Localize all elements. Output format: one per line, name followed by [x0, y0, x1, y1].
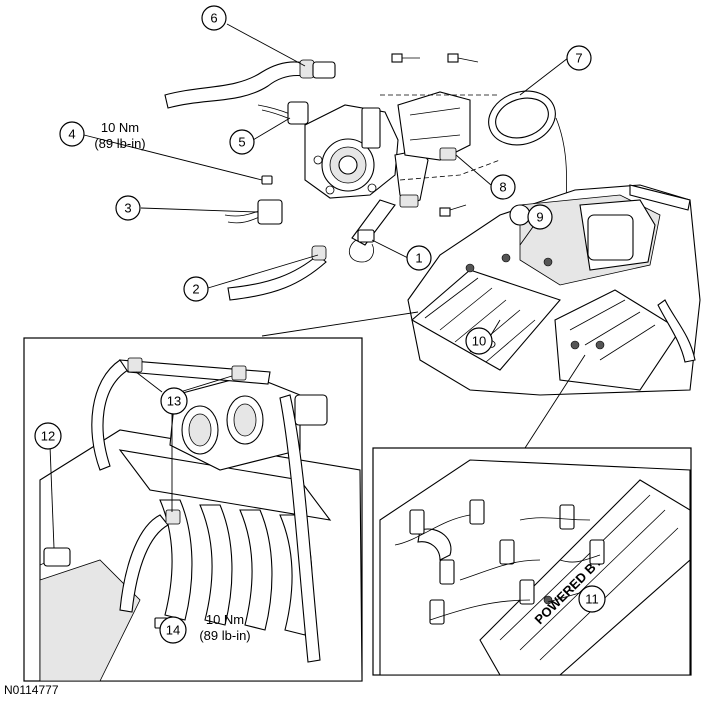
hose-clamp-2	[311, 245, 327, 261]
connector-wire-5	[257, 104, 291, 115]
callout-12: 12	[34, 422, 62, 450]
torque-spec-14: 10 Nm (89 lb-in)	[199, 612, 250, 643]
svg-text:1: 1	[415, 251, 422, 266]
throttle-body-housing	[304, 104, 399, 199]
intake-manifold-runners	[118, 449, 332, 636]
svg-text:8: 8	[499, 180, 506, 195]
electrical-connector-5	[287, 101, 309, 125]
callout-7: 7	[566, 45, 592, 71]
svg-text:3: 3	[124, 201, 131, 216]
svg-text:13: 13	[167, 394, 181, 409]
electrical-connector-3	[257, 199, 283, 225]
svg-text:4: 4	[68, 127, 75, 142]
connector-wire-5b	[261, 109, 291, 120]
upper-leader-lines	[83, 23, 586, 449]
svg-text:11: 11	[585, 592, 599, 607]
svg-text:10 Nm: 10 Nm	[206, 612, 244, 627]
svg-text:(89 lb-in): (89 lb-in)	[94, 136, 145, 151]
detail-panel-right: POWERED BY	[372, 447, 692, 676]
svg-text:10: 10	[472, 334, 486, 349]
svg-text:10 Nm: 10 Nm	[101, 120, 139, 135]
svg-text:5: 5	[238, 135, 245, 150]
hose-clamp-13c	[165, 509, 181, 525]
callout-1: 1	[406, 245, 432, 271]
detail-panel-left	[23, 337, 363, 682]
svg-text:(89 lb-in): (89 lb-in)	[199, 628, 250, 643]
svg-text:14: 14	[166, 623, 180, 638]
left-panel-leaders	[49, 371, 233, 549]
svg-text:7: 7	[575, 51, 582, 66]
mounting-bolts	[391, 53, 479, 217]
hose-clamp	[299, 59, 315, 79]
hose-clamp-1	[348, 229, 375, 263]
bolt-4	[261, 175, 273, 185]
connector-12	[39, 547, 71, 567]
torque-spec-4: 10 Nm (89 lb-in)	[94, 120, 145, 151]
valve-cover-detail: POWERED BY	[479, 479, 691, 675]
callout-9: 9	[527, 204, 553, 230]
coil-wiring	[394, 514, 601, 621]
svg-text:2: 2	[192, 282, 199, 297]
hose-connector	[312, 61, 336, 79]
callout-14: 14	[159, 616, 187, 644]
coolant-hose-upper	[164, 61, 306, 109]
valve-cover-right	[554, 289, 681, 391]
svg-text:12: 12	[41, 429, 55, 444]
callout-8: 8	[490, 174, 516, 200]
intake-adapter-plate	[397, 91, 471, 161]
callout-3: 3	[115, 195, 141, 221]
ignition-coils	[409, 499, 605, 625]
callout-11: 11	[578, 585, 606, 613]
svg-text:9: 9	[536, 210, 543, 225]
callout-10: 10	[465, 327, 493, 355]
document-id: N0114777	[4, 683, 59, 697]
callout-13: 13	[160, 387, 188, 415]
alignment-lines	[380, 94, 567, 201]
engine-assembly: FORD	[407, 184, 701, 396]
hose-clamp-13a	[127, 357, 143, 373]
callout-4: 4	[59, 121, 85, 147]
harness-wire-3b	[227, 215, 263, 224]
coolant-hose-lower	[227, 254, 327, 301]
callout-2: 2	[183, 276, 209, 302]
throttle-body-detail	[169, 374, 328, 471]
hose-clamp-13b	[231, 365, 247, 381]
callout-6: 6	[201, 5, 227, 31]
callout-5: 5	[229, 129, 255, 155]
upper-exploded-view: FORD	[83, 23, 701, 449]
gasket-7	[488, 90, 556, 146]
svg-text:6: 6	[210, 11, 217, 26]
